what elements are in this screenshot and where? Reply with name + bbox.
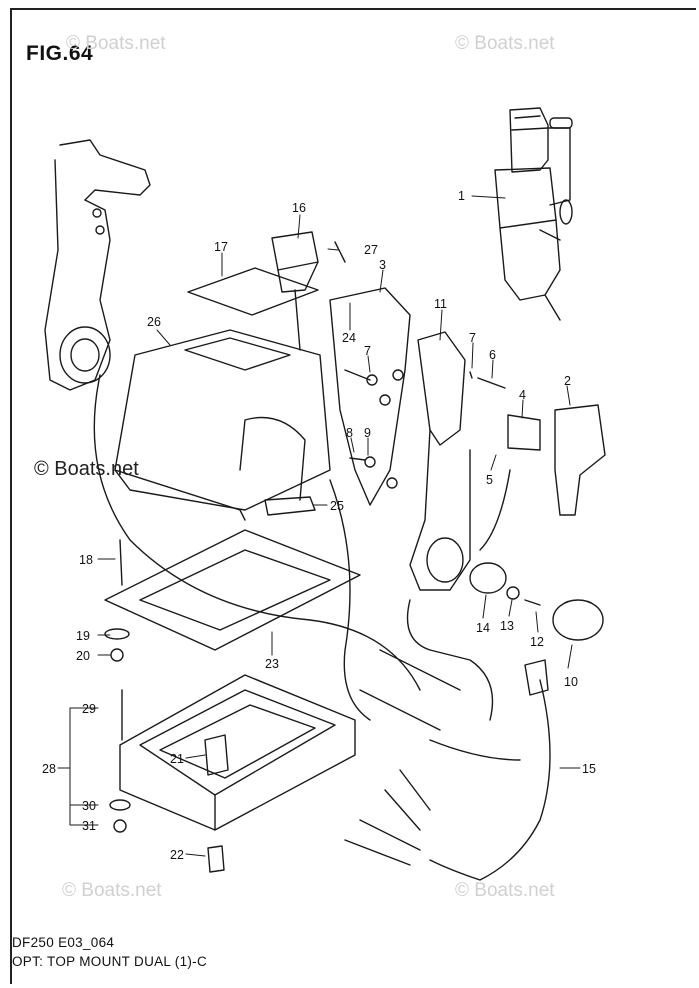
callout-7b: 7 xyxy=(364,344,371,358)
callout-25: 25 xyxy=(330,499,344,513)
part-7-washer xyxy=(366,374,378,386)
control-lever xyxy=(44,139,151,391)
part-2-grip xyxy=(554,404,606,516)
callout-4: 4 xyxy=(519,388,526,402)
callout-11: 11 xyxy=(434,297,447,311)
part-1-remote-control xyxy=(494,107,573,321)
callout-19: 19 xyxy=(76,629,90,643)
watermark-bottom-right: © Boats.net xyxy=(455,880,555,901)
watermark-middle: © Boats.net xyxy=(34,458,139,480)
callout-27: 27 xyxy=(364,243,378,257)
callout-18: 18 xyxy=(79,553,93,567)
callout-24: 24 xyxy=(342,331,356,345)
part-30-washer xyxy=(109,799,131,811)
part-23-gasket xyxy=(104,529,361,651)
part-3-lever-housing xyxy=(329,287,411,506)
callout-1: 1 xyxy=(458,189,465,203)
callout-7a: 7 xyxy=(469,331,476,345)
callout-9: 9 xyxy=(364,426,371,440)
callout-5: 5 xyxy=(486,473,493,487)
part-9-washer xyxy=(364,456,376,468)
callout-29: 29 xyxy=(82,702,96,716)
callout-21: 21 xyxy=(170,752,184,766)
callout-2: 2 xyxy=(564,374,571,388)
part-17-bracket xyxy=(187,267,319,316)
part-18-screw xyxy=(119,539,123,586)
part-25-plate xyxy=(264,496,316,516)
callout-26: 26 xyxy=(147,315,161,329)
callout-22: 22 xyxy=(170,848,184,862)
callout-10: 10 xyxy=(564,675,578,689)
callout-14: 14 xyxy=(476,621,490,635)
figure-caption: OPT: TOP MOUNT DUAL (1)-C xyxy=(12,954,208,969)
part-13-washer xyxy=(506,586,520,600)
callout-3: 3 xyxy=(379,258,386,272)
figure-title: FIG.64 xyxy=(26,42,94,65)
part-14-plate xyxy=(469,562,507,594)
callout-12: 12 xyxy=(530,635,544,649)
part-26-cover xyxy=(114,329,331,521)
callout-23: 23 xyxy=(265,657,279,671)
callout-8: 8 xyxy=(346,426,353,440)
callout-30: 30 xyxy=(82,799,96,813)
part-28-base xyxy=(119,674,356,831)
part-12-screw xyxy=(524,599,541,606)
bolts-24-8 xyxy=(344,369,371,461)
watermark-top-left: © Boats.net xyxy=(66,33,166,54)
callout-15: 15 xyxy=(582,762,596,776)
figure-model-code: DF250 E03_064 xyxy=(12,935,115,950)
part-31-nut xyxy=(113,819,127,833)
callout-28: 28 xyxy=(42,762,56,776)
callout-17: 17 xyxy=(214,240,228,254)
watermark-top-right: © Boats.net xyxy=(455,33,555,54)
callout-13: 13 xyxy=(500,619,514,633)
part-19-washer xyxy=(104,628,130,640)
part-6-screw xyxy=(477,377,506,389)
part-15-wiring-harness xyxy=(93,374,551,881)
part-16-switch xyxy=(271,231,319,351)
callout-leaders xyxy=(57,195,581,857)
watermark-bottom-left: © Boats.net xyxy=(62,880,162,901)
part-22-clip xyxy=(207,845,225,873)
callout-labels: 1 2 3 4 5 6 7 7 8 9 10 11 12 13 14 15 16… xyxy=(42,189,596,862)
part-21-insert xyxy=(204,734,229,776)
callout-6: 6 xyxy=(489,348,496,362)
part-27-screw xyxy=(334,241,346,263)
callout-31: 31 xyxy=(82,819,96,833)
part-4-sensor xyxy=(507,414,541,451)
part-10-cap xyxy=(552,599,604,641)
part-7b-washer xyxy=(469,371,473,379)
part-11-arm xyxy=(409,331,471,591)
sheet-border xyxy=(10,8,696,984)
callout-16: 16 xyxy=(292,201,306,215)
part-20-nut xyxy=(110,648,124,662)
callout-20: 20 xyxy=(76,649,90,663)
